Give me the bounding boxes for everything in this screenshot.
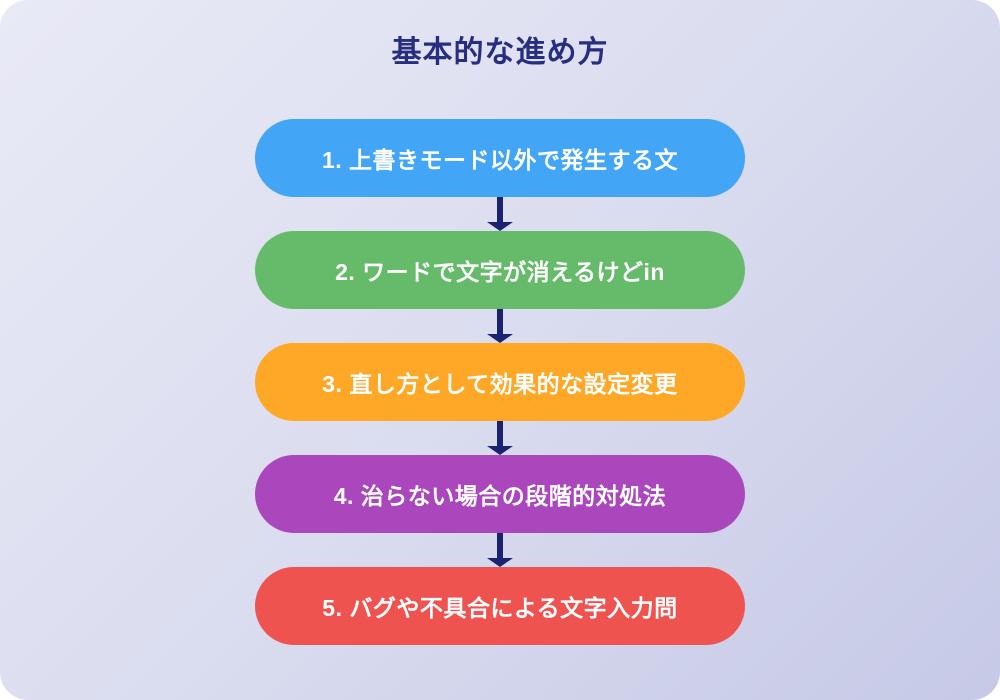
- flow-step-1-label: 1. 上書きモード以外で発生する文: [321, 147, 679, 173]
- flow-step-5: 5. バグや不具合による文字入力問: [255, 567, 745, 645]
- flow-step-3: 3. 直し方として効果的な設定変更: [255, 343, 745, 421]
- down-arrow-2: [255, 309, 745, 343]
- flow-column: 1. 上書きモード以外で発生する文 2. ワードで文字が消えるけどin 3. 直…: [255, 119, 745, 645]
- down-arrow-4: [255, 533, 745, 567]
- flow-step-3-label: 3. 直し方として効果的な設定変更: [322, 371, 678, 397]
- flow-step-1: 1. 上書きモード以外で発生する文: [255, 119, 745, 197]
- down-arrow-3: [255, 421, 745, 455]
- flow-step-2: 2. ワードで文字が消えるけどin: [255, 231, 745, 309]
- arrow-stem: [497, 197, 503, 222]
- arrow-stem: [497, 421, 503, 446]
- arrow-head-icon: [487, 446, 513, 455]
- diagram-title: 基本的な進め方: [391, 36, 609, 69]
- flow-step-5-label: 5. バグや不具合による文字入力問: [322, 595, 678, 621]
- arrow-stem: [497, 533, 503, 558]
- arrow-stem: [497, 309, 503, 334]
- down-arrow-1: [255, 197, 745, 231]
- flow-step-4-label: 4. 治らない場合の段階的対処法: [333, 483, 667, 509]
- arrow-head-icon: [487, 334, 513, 343]
- arrow-head-icon: [487, 558, 513, 567]
- arrow-head-icon: [487, 222, 513, 231]
- flow-step-2-label: 2. ワードで文字が消えるけどin: [335, 259, 665, 285]
- flow-step-4: 4. 治らない場合の段階的対処法: [255, 455, 745, 533]
